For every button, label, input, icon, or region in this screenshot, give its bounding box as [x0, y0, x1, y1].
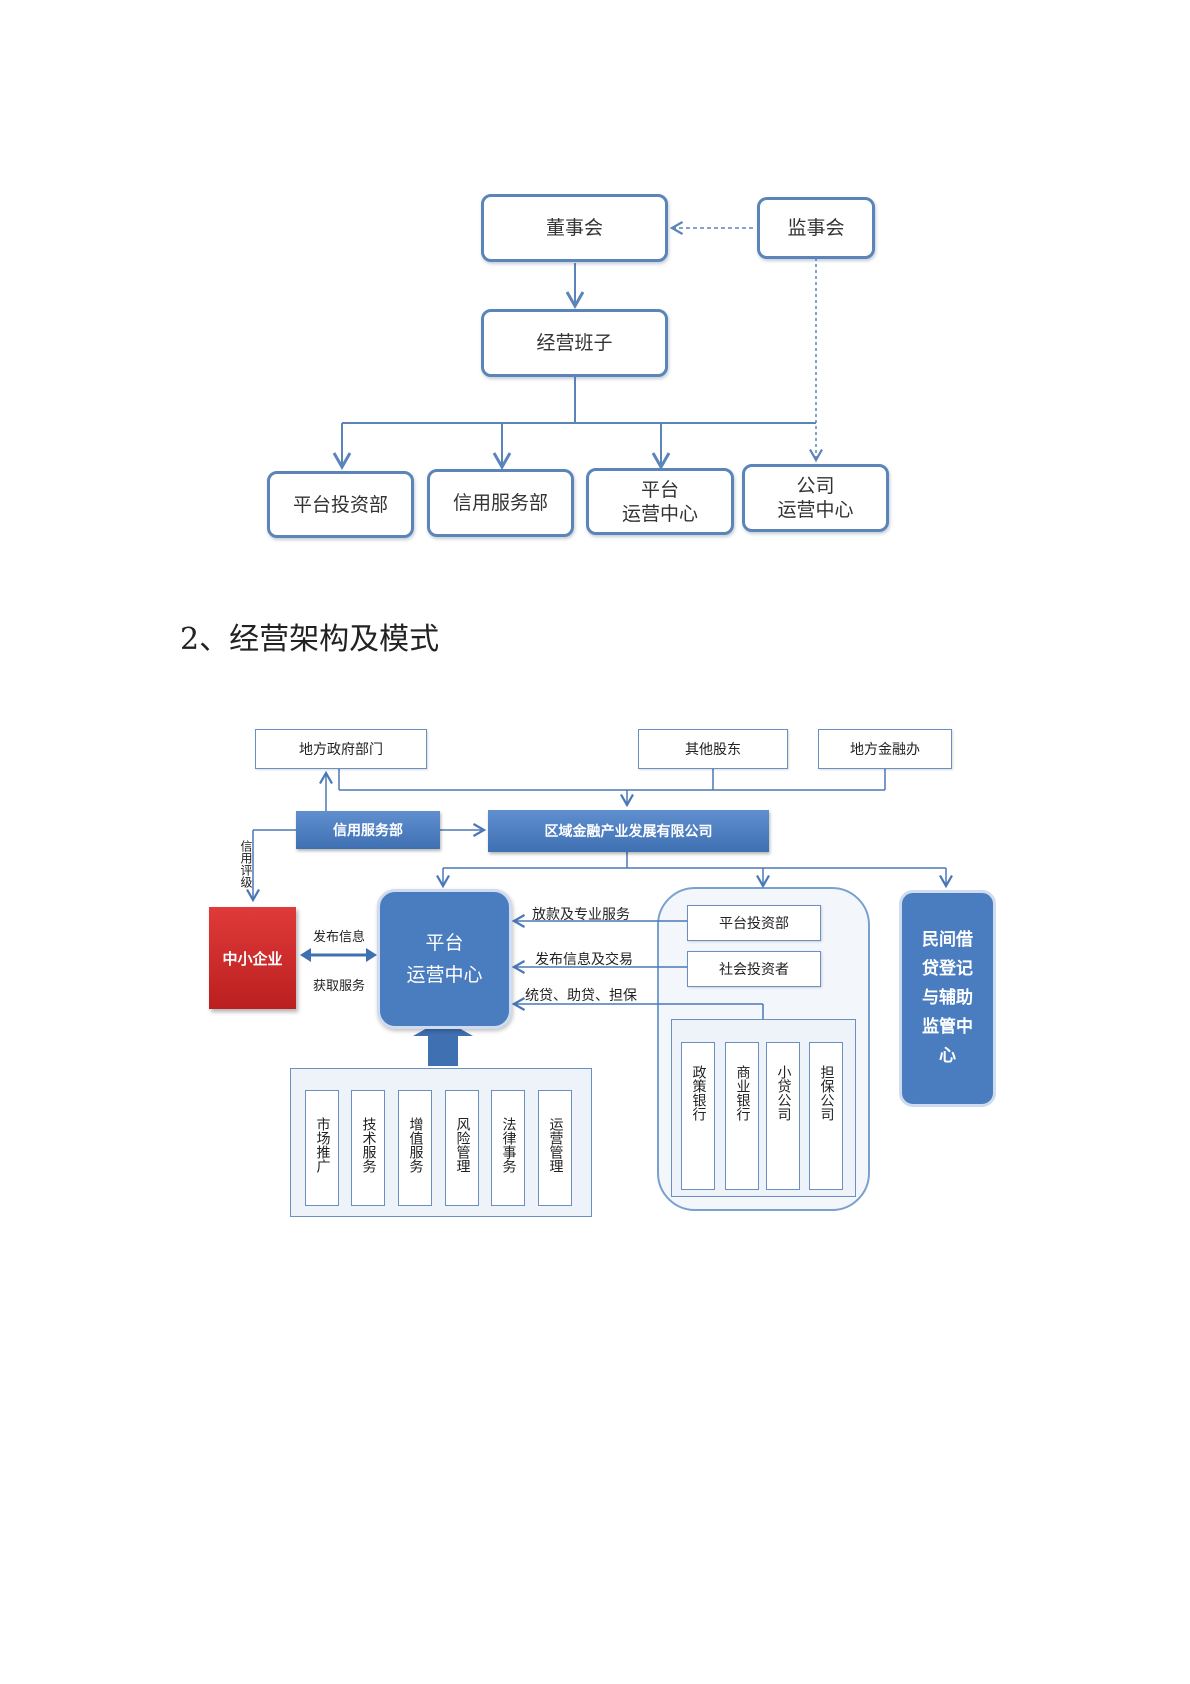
dept-platform-ops-center: 平台 运营中心: [586, 468, 734, 535]
dept-company-ops-center: 公司 运营中心: [742, 464, 889, 532]
lending-service-label: 放款及专业服务: [532, 907, 630, 923]
institution-commercial-bank: 商业银行: [725, 1042, 759, 1190]
social-investors-box: 社会投资者: [687, 951, 821, 987]
platform-center-line1: 平台: [425, 932, 464, 954]
function-value-added-service: 增值服务: [398, 1090, 432, 1206]
supervisors-box: 监事会: [757, 197, 875, 259]
institution-microloan-company: 小贷公司: [766, 1042, 800, 1190]
function-market-promotion: 市场推广: [305, 1090, 339, 1206]
gov-dept-box: 地方政府部门: [255, 729, 427, 769]
dept-credit-service: 信用服务部: [427, 469, 574, 537]
institution-guarantee-company: 担保公司: [809, 1042, 843, 1190]
credit-dept-box: 信用服务部: [296, 811, 440, 849]
section-heading: 2、经营架构及模式: [180, 622, 440, 657]
support-label: 统贷、助贷、担保: [525, 988, 637, 1004]
institution-policy-bank: 政策银行: [681, 1042, 715, 1190]
platform-ops-center-box: 平台 运营中心: [377, 889, 512, 1029]
platform-investment-box: 平台投资部: [687, 905, 821, 941]
publish-info-label: 发布信息: [313, 930, 366, 945]
dept-platform-investment: 平台投资部: [267, 471, 414, 538]
publish-trade-label: 发布信息及交易: [535, 952, 633, 968]
finance-office-box: 地方金融办: [818, 729, 952, 769]
function-legal-affairs: 法律事务: [491, 1090, 525, 1206]
credit-rating-label: 信用评级: [239, 840, 253, 888]
function-tech-service: 技术服务: [351, 1090, 385, 1206]
supervision-center-box: 民间借贷登记与辅助监管中心: [899, 890, 996, 1107]
board-box: 董事会: [481, 194, 668, 262]
function-risk-management: 风险管理: [445, 1090, 479, 1206]
management-box: 经营班子: [481, 309, 668, 377]
sme-box: 中小企业: [209, 907, 296, 1009]
function-operations-management: 运营管理: [538, 1090, 572, 1206]
get-service-label: 获取服务: [313, 979, 366, 994]
other-shareholders-box: 其他股东: [638, 729, 788, 769]
company-box: 区域金融产业发展有限公司: [488, 810, 769, 852]
platform-center-line2: 运营中心: [406, 964, 483, 986]
